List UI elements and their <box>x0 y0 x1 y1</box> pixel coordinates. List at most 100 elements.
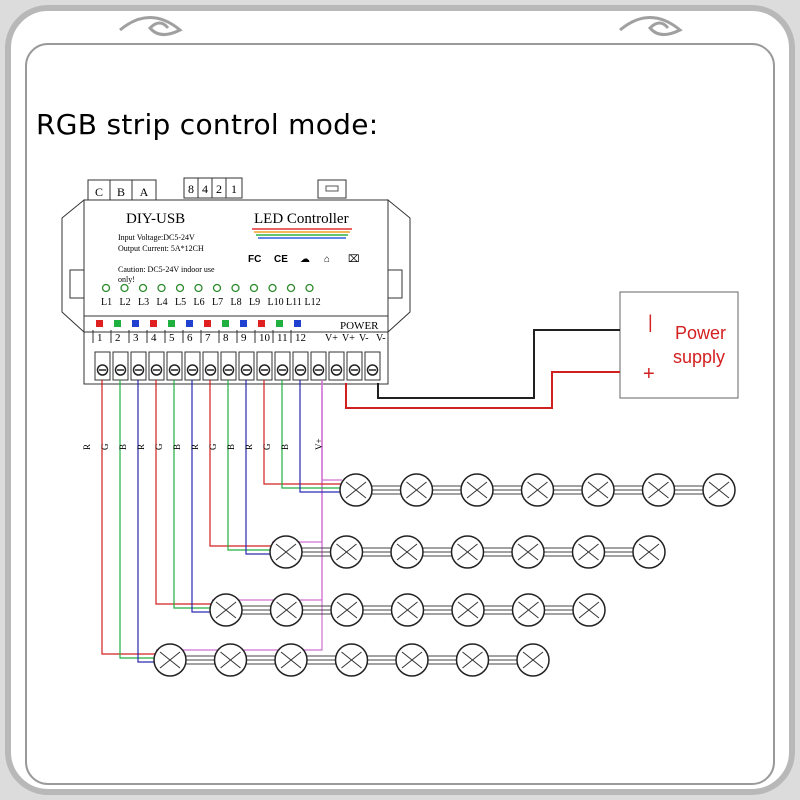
power-cable-negative <box>377 329 620 399</box>
wire-label-2: G <box>100 443 110 450</box>
caution-line-1: Caution: DC5-24V indoor use <box>118 265 215 274</box>
channel-color-1 <box>96 320 103 327</box>
wire-ch5 <box>173 380 212 609</box>
channel-number-2: 2 <box>115 332 121 344</box>
led-indicator-6 <box>194 283 203 293</box>
power-pin-4: V- <box>376 333 386 344</box>
power-supply: | + Power supply <box>619 291 739 399</box>
input-voltage: Input Voltage:DC5-24V <box>118 233 195 242</box>
led-indicator-1 <box>101 283 111 293</box>
pin-label-b: B <box>117 185 125 199</box>
top-left-pin-header: C B A <box>87 179 157 203</box>
led-label-10: L10 <box>268 297 284 308</box>
channel-number-9: 9 <box>241 332 247 344</box>
power-label: POWER <box>340 320 379 332</box>
led-label-6: L6 <box>194 297 205 308</box>
led-indicator-10 <box>268 283 277 293</box>
wire-vplus-3 <box>272 380 323 543</box>
wire-label-10: R <box>244 444 254 450</box>
rohs-mark: ☁ <box>300 254 310 265</box>
frame-scroll-ornament-right <box>619 16 683 36</box>
led-label-12: L12 <box>305 297 321 308</box>
led-label-5: L5 <box>175 297 186 308</box>
output-current: Output Current: 5A*12CH <box>118 244 204 253</box>
channel-color-5 <box>168 320 175 327</box>
led-indicator-2 <box>120 283 129 293</box>
channel-number-7: 7 <box>205 332 211 344</box>
weee-mark: ⌧ <box>348 254 360 265</box>
ce-mark: CE <box>274 254 288 265</box>
wire-ch2 <box>119 380 156 659</box>
led-indicator-5 <box>175 283 185 293</box>
led-label-3: L3 <box>138 297 149 308</box>
rainbow-stripe <box>252 228 352 239</box>
led-strip-3 <box>209 593 606 627</box>
wire-label-7: R <box>190 444 200 450</box>
led-indicator-8 <box>231 283 240 293</box>
power-supply-label-1: Power <box>675 323 726 343</box>
diagram-title: RGB strip control mode: <box>36 108 379 141</box>
channel-number-12: 12 <box>295 332 306 344</box>
channel-color-4 <box>150 320 157 327</box>
channel-color-6 <box>186 320 193 327</box>
wire-label-3: B <box>118 444 128 450</box>
channel-number-1: 1 <box>97 332 103 344</box>
pin-label-c: C <box>95 185 103 199</box>
usb-port <box>317 179 347 199</box>
strip-wires <box>101 380 342 663</box>
indoor-mark: ⌂ <box>324 254 330 265</box>
channel-number-8: 8 <box>223 332 229 344</box>
certification-marks: FC CE ☁ ⌂ ⌧ <box>248 254 360 265</box>
pin-label-1: 1 <box>231 182 237 196</box>
wire-label-11: G <box>262 443 272 450</box>
wire-label-12: B <box>280 444 290 450</box>
led-strip-2 <box>269 535 666 569</box>
wire-label-4: R <box>136 444 146 450</box>
led-indicator-7 <box>212 283 222 293</box>
led-label-8: L8 <box>231 297 242 308</box>
led-strip-4 <box>153 643 550 677</box>
wire-ch8 <box>227 380 272 551</box>
led-strips <box>153 473 736 677</box>
wire-ch11 <box>281 380 342 489</box>
led-indicator-4 <box>157 283 166 293</box>
pin-label-4: 4 <box>202 182 208 196</box>
wire-ch10 <box>263 380 342 485</box>
wire-ch6 <box>191 380 212 613</box>
channel-color-11 <box>276 320 283 327</box>
channel-number-4: 4 <box>151 332 157 344</box>
channel-color-7 <box>204 320 211 327</box>
wire-label-8: G <box>208 443 218 450</box>
channel-number-6: 6 <box>187 332 193 344</box>
fcc-mark: FC <box>248 254 261 265</box>
channel-number-10: 10 <box>259 332 271 344</box>
power-cable-positive <box>345 371 620 409</box>
wire-ch4 <box>155 380 212 605</box>
led-indicator-3 <box>138 283 148 293</box>
led-label-2: L2 <box>120 297 131 308</box>
wire-vplus-4 <box>321 380 342 481</box>
channel-color-2 <box>114 320 121 327</box>
power-supply-label-2: supply <box>673 347 725 367</box>
channel-color-12 <box>294 320 301 327</box>
channel-number-3: 3 <box>133 332 139 344</box>
wire-ch7 <box>209 380 272 547</box>
led-label-7: L7 <box>212 297 223 308</box>
channel-number-11: 11 <box>277 332 288 344</box>
led-label-11: L11 <box>286 297 302 308</box>
pin-label-a: A <box>140 185 149 199</box>
led-indicator-12 <box>305 283 314 293</box>
power-pin-3: V- <box>359 333 369 344</box>
controller-subtitle: LED Controller <box>254 211 349 227</box>
top-right-pin-header: 8 4 2 1 <box>183 177 243 199</box>
led-strip-1 <box>339 473 736 507</box>
channel-color-3 <box>132 320 139 327</box>
wire-label-5: G <box>154 443 164 450</box>
led-label-1: L1 <box>101 297 112 308</box>
channel-number-5: 5 <box>169 332 175 344</box>
frame-scroll-ornament-left <box>119 16 183 36</box>
led-indicator-11 <box>286 283 296 293</box>
